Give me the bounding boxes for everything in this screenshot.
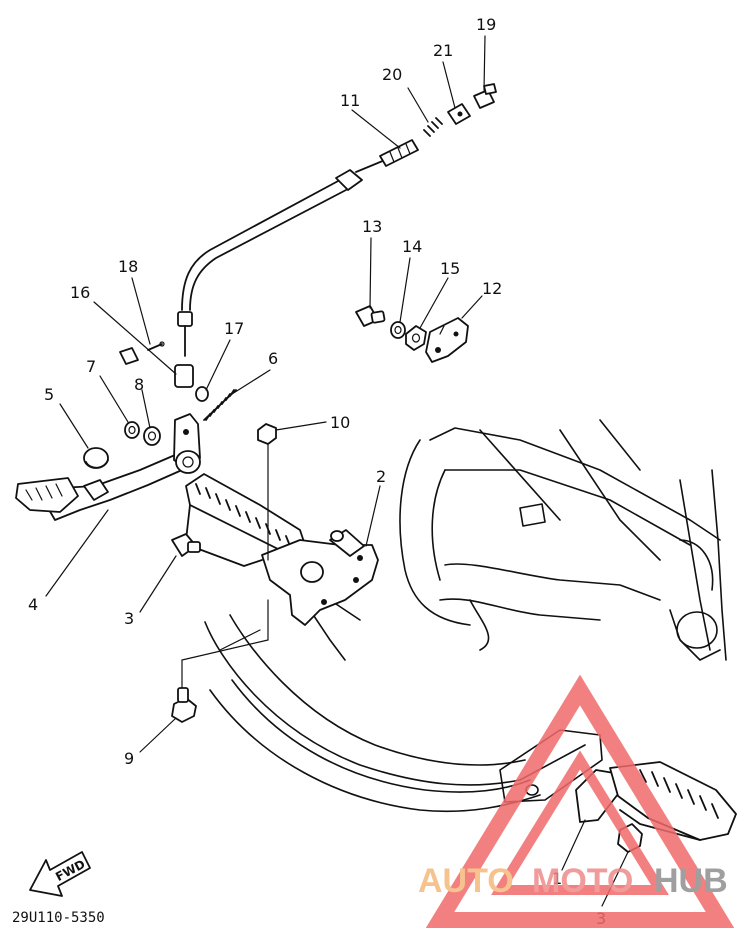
watermark-moto: MOTO: [532, 862, 633, 900]
motorcycle-frame: [181, 419, 727, 813]
callout-12: 12: [482, 279, 502, 298]
callout-19: 19: [476, 15, 496, 34]
diagram-code: 29U110-5350: [12, 910, 105, 926]
callout-6: 6: [268, 349, 278, 368]
callout-8: 8: [134, 375, 144, 394]
callout-10: 10: [330, 413, 350, 432]
callout-7: 7: [86, 357, 96, 376]
callout-21: 21: [433, 41, 453, 60]
watermark-triangle-logo: [425, 674, 735, 928]
callout-5: 5: [44, 385, 54, 404]
callout-17: 17: [224, 319, 244, 338]
callout-9: 9: [124, 749, 134, 768]
brake-cable-assembly: [174, 83, 497, 388]
callout-1: 1: [552, 869, 562, 888]
callout-14: 14: [402, 237, 422, 256]
callout-13: 13: [362, 217, 382, 236]
automotohub-watermark: AUTO MOTO HUB: [418, 674, 735, 928]
forward-direction-arrow: FWD: [29, 851, 91, 897]
watermark-hub: HUB: [654, 862, 728, 900]
callout-3-left: 3: [124, 609, 134, 628]
brake-pedal-assembly: [15, 341, 277, 521]
callout-4: 4: [28, 595, 38, 614]
callout-15: 15: [440, 259, 460, 278]
callout-20: 20: [382, 65, 402, 84]
callout-16: 16: [70, 283, 90, 302]
callout-18: 18: [118, 257, 138, 276]
callout-2: 2: [376, 467, 386, 486]
watermark-auto: AUTO: [418, 862, 514, 900]
leader-lines: [45, 35, 629, 907]
cable-bracket-group: [355, 305, 469, 363]
callout-11: 11: [340, 91, 360, 110]
callout-labels: 19 21 20 11 13 14 15 12 18 16 17 6 7 8 5…: [28, 15, 606, 928]
footrest-bracket-left: [171, 443, 379, 723]
